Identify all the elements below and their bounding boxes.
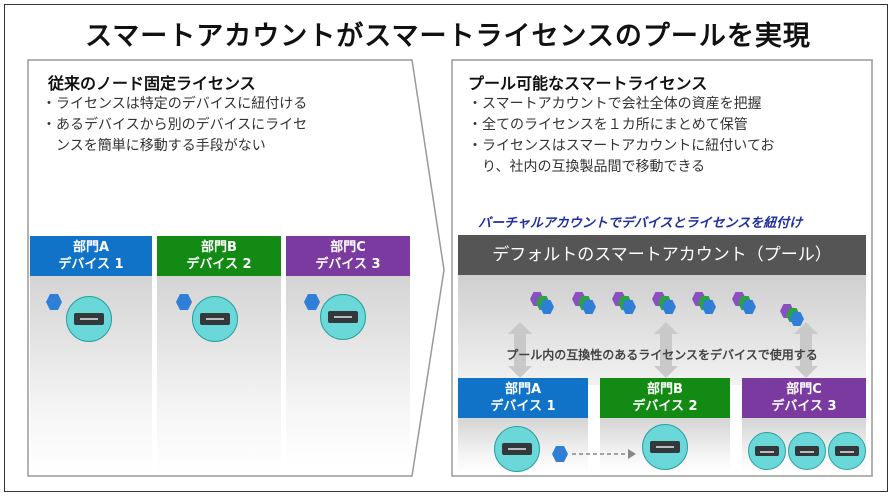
dept-name: 部門A xyxy=(504,382,542,397)
dept-name: 部門C xyxy=(330,240,366,255)
device-name: デバイス 3 xyxy=(771,399,837,414)
device-name: デバイス 3 xyxy=(315,257,381,272)
double-arrow-icon xyxy=(654,322,678,378)
license-hex-icon xyxy=(176,294,192,310)
device-name: デバイス 1 xyxy=(58,257,124,272)
left-dept-c-header: 部門C デバイス 3 xyxy=(286,236,410,276)
device-name: デバイス 2 xyxy=(632,399,698,414)
dashed-arrow-icon xyxy=(572,449,636,459)
dept-name: 部門B xyxy=(201,240,237,255)
right-bullets: ・スマートアカウントで会社全体の資産を把握 ・全てのライセンスを１カ所にまとめて… xyxy=(468,94,774,178)
license-stack-icon xyxy=(780,304,804,326)
network-device-icon xyxy=(192,296,238,342)
left-bullets: ・ライセンスは特定のデバイスに紐付ける ・あるデバイスから別のデバイスにライセ … xyxy=(42,94,307,157)
network-device-icon xyxy=(788,432,826,470)
virtual-account-label: バーチャルアカウントでデバイスとライセンスを紐付け xyxy=(478,216,803,231)
network-device-icon xyxy=(642,424,688,470)
device-name: デバイス 1 xyxy=(490,399,556,414)
right-dept-c-header: 部門C デバイス 3 xyxy=(742,378,866,418)
left-heading: 従来のノード固定ライセンス xyxy=(48,74,256,93)
network-device-icon xyxy=(828,432,866,470)
license-hex-icon xyxy=(552,446,568,462)
license-stack-icon xyxy=(732,292,756,314)
network-device-icon xyxy=(748,432,786,470)
license-hex-icon xyxy=(304,294,320,310)
license-stack-icon xyxy=(530,292,554,314)
right-dept-b-header: 部門B デバイス 2 xyxy=(600,378,730,418)
usage-label: プール内の互換性のあるライセンスをデバイスで使用する xyxy=(506,348,818,362)
usage-arrows xyxy=(508,322,818,378)
right-bullet: ・全てのライセンスを１カ所にまとめて保管 xyxy=(468,117,748,133)
dept-name: 部門B xyxy=(647,382,683,397)
left-dept-b-header: 部門B デバイス 2 xyxy=(157,236,281,276)
right-bullet: ・ライセンスはスマートアカウントに紐付いてお xyxy=(468,138,775,154)
right-bullet: り、社内の互換製品間で移動できる xyxy=(468,159,706,175)
network-device-icon xyxy=(494,426,540,472)
network-device-icon xyxy=(320,294,366,340)
double-arrow-icon xyxy=(794,322,818,378)
device-name: デバイス 2 xyxy=(186,257,252,272)
right-dept-a-header: 部門A デバイス 1 xyxy=(458,378,588,418)
license-stack-icon xyxy=(612,292,636,314)
dept-name: 部門A xyxy=(72,240,110,255)
pool-header: デフォルトのスマートアカウント（プール） xyxy=(458,235,866,275)
network-device-icon xyxy=(66,296,112,342)
license-stack-icon xyxy=(652,292,676,314)
left-bullet: ・ライセンスは特定のデバイスに紐付ける xyxy=(42,96,308,112)
right-heading: プール可能なスマートライセンス xyxy=(468,74,708,93)
right-bullet: ・スマートアカウントで会社全体の資産を把握 xyxy=(468,96,762,112)
license-hex-icon xyxy=(46,294,62,310)
left-bullet: ンスを簡単に移動する手段がない xyxy=(42,138,266,154)
double-arrow-icon xyxy=(508,322,532,378)
dept-name: 部門C xyxy=(786,382,822,397)
license-stack-icon xyxy=(572,292,596,314)
left-bullet: ・あるデバイスから別のデバイスにライセ xyxy=(42,117,308,133)
page-title: スマートアカウントがスマートライセンスのプールを実現 xyxy=(85,21,811,52)
license-stack-icon xyxy=(692,292,716,314)
left-dept-a-header: 部門A デバイス 1 xyxy=(30,236,152,276)
